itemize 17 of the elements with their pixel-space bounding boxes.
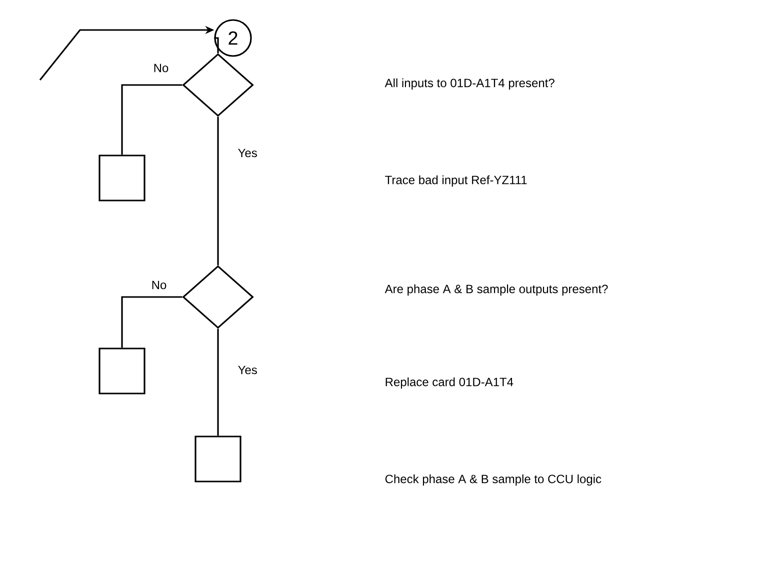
edge-label: Yes [236,148,258,158]
edge-label: Yes [236,364,258,376]
edge-label: No [150,280,168,290]
step-description: All inputs to 01D-A1T4 present? [384,78,554,90]
edge-label: No [152,62,170,74]
connector-line [121,84,182,155]
process-box [98,154,146,202]
connector-line [214,37,219,54]
process-box [98,348,146,394]
connector-line [217,116,219,266]
connector-line [217,328,219,436]
step-description: Replace card 01D-A1T4 [386,377,514,389]
process-box [194,436,242,482]
connector-line [121,296,182,348]
step-description: Trace bad input Ref-YZ111 [385,175,527,187]
step-description: Are phase A & B sample outputs present? [384,284,608,296]
step-description: Check phase A & B sample to CCU logic [385,474,602,486]
